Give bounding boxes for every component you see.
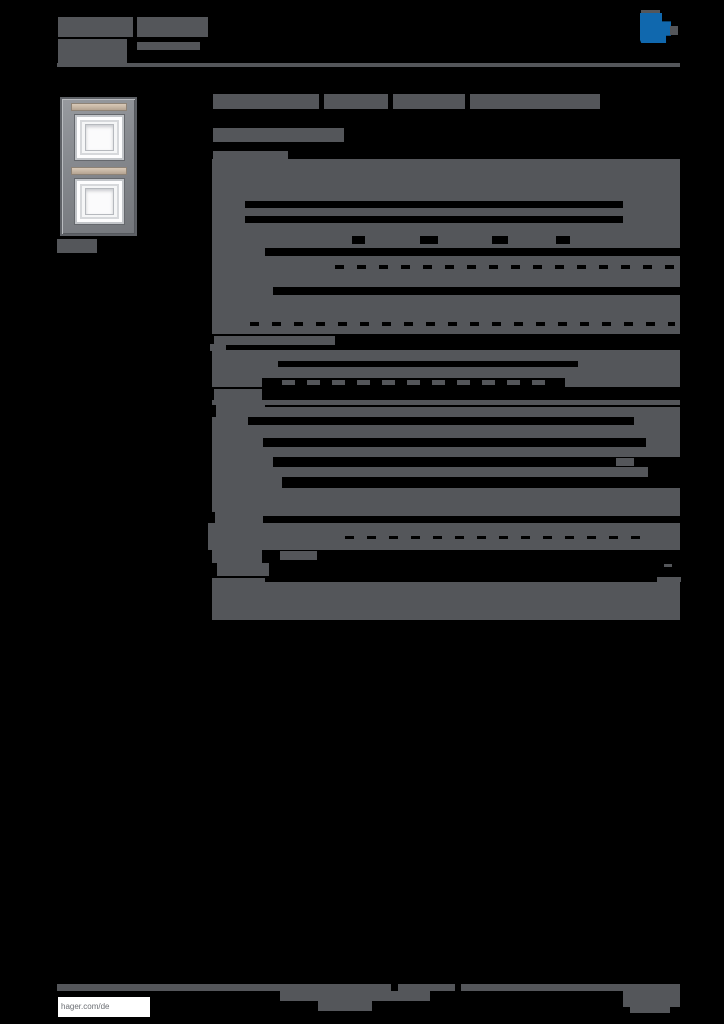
dot-leader [250, 322, 675, 326]
frame-window-2 [75, 179, 124, 224]
row-stub-left [212, 477, 282, 488]
frame-window-2-inner [85, 188, 114, 215]
logo-text-block [670, 26, 678, 35]
dot-leader [335, 265, 675, 269]
frame-top-strip-2 [71, 167, 127, 175]
row-stub-left [210, 344, 226, 351]
footer-center-2 [318, 1001, 372, 1011]
spec-band [265, 407, 680, 417]
frame-window-1 [75, 115, 124, 160]
row-stub-left [215, 516, 263, 523]
features-block-1 [212, 159, 680, 201]
footer-link-box: hager.com/de [58, 997, 150, 1017]
product-title-seg-1 [213, 94, 319, 109]
row-value-right [565, 378, 680, 387]
row-stub-right [646, 438, 680, 447]
header-subtitle-block [58, 39, 127, 67]
section-label-2 [214, 336, 335, 345]
row-stub-right [623, 216, 680, 223]
hager-logo-icon [640, 13, 671, 43]
row-stub-left [212, 201, 245, 208]
footer-line-gap [455, 984, 461, 991]
spec-block-10 [212, 582, 680, 620]
word-gap [492, 236, 508, 244]
footer-right-1 [623, 990, 680, 1007]
spec-block-6 [212, 447, 680, 457]
row-stub-right [623, 201, 680, 208]
footer-line [57, 984, 680, 991]
frame-top-strip-1 [71, 103, 127, 111]
dot-leader-gray [282, 380, 554, 385]
row-value-mid [616, 458, 634, 466]
row-stub-left [212, 361, 278, 367]
footer-link[interactable]: hager.com/de [61, 1002, 110, 1011]
row-stub-right [578, 361, 680, 367]
word-gap [556, 236, 570, 244]
dot-leader [345, 536, 645, 539]
product-subtitle [213, 128, 344, 142]
spec-block-8 [212, 488, 680, 512]
spec-block-3 [212, 350, 680, 361]
row-value-right [657, 577, 681, 582]
photo-caption [57, 239, 97, 253]
row-label-text [280, 551, 317, 560]
footer-center-1 [280, 991, 430, 1001]
product-title-seg-3 [393, 94, 465, 109]
row-stub-left [212, 457, 273, 467]
row-stub-left [212, 378, 262, 387]
header-title-word-2 [137, 17, 208, 37]
spec-block-7 [212, 467, 648, 477]
row-stub-left [212, 248, 265, 256]
spec-block-5 [212, 425, 680, 438]
row-stub-left [212, 216, 245, 223]
header-title-word-1 [58, 17, 133, 37]
row-label-left [216, 405, 265, 417]
spec-block-10-pre [212, 578, 265, 582]
spec-block-1 [212, 256, 680, 287]
footer-right-2 [630, 1007, 670, 1013]
spec-block-2 [212, 295, 680, 334]
section-label-1 [213, 151, 288, 159]
spec-row-thin [212, 400, 680, 405]
frame-window-1-inner [85, 124, 114, 151]
row-stub-left [217, 563, 269, 570]
product-title-seg-4 [470, 94, 600, 109]
features-block-2 [212, 208, 680, 216]
spec-strip [263, 512, 680, 516]
product-photo [60, 97, 137, 236]
footer-line-gap [391, 984, 398, 991]
row-stub-left [217, 570, 269, 576]
word-gap [420, 236, 438, 244]
word-gap [352, 236, 365, 244]
features-block-3 [212, 223, 680, 248]
row-stub-left [212, 550, 262, 563]
header-rule [57, 63, 680, 67]
row-label-left [215, 510, 263, 516]
product-title-seg-2 [324, 94, 388, 109]
row-stub-left [212, 287, 273, 295]
row-stub-left [212, 417, 248, 425]
header-subtitle-line-2 [137, 42, 200, 50]
row-dash-right [664, 564, 672, 567]
row-stub-left [214, 389, 262, 400]
row-stub-left [212, 438, 263, 447]
row-stub-right [634, 417, 680, 425]
spec-block-4 [212, 367, 680, 378]
logo-top-strip [641, 10, 660, 13]
